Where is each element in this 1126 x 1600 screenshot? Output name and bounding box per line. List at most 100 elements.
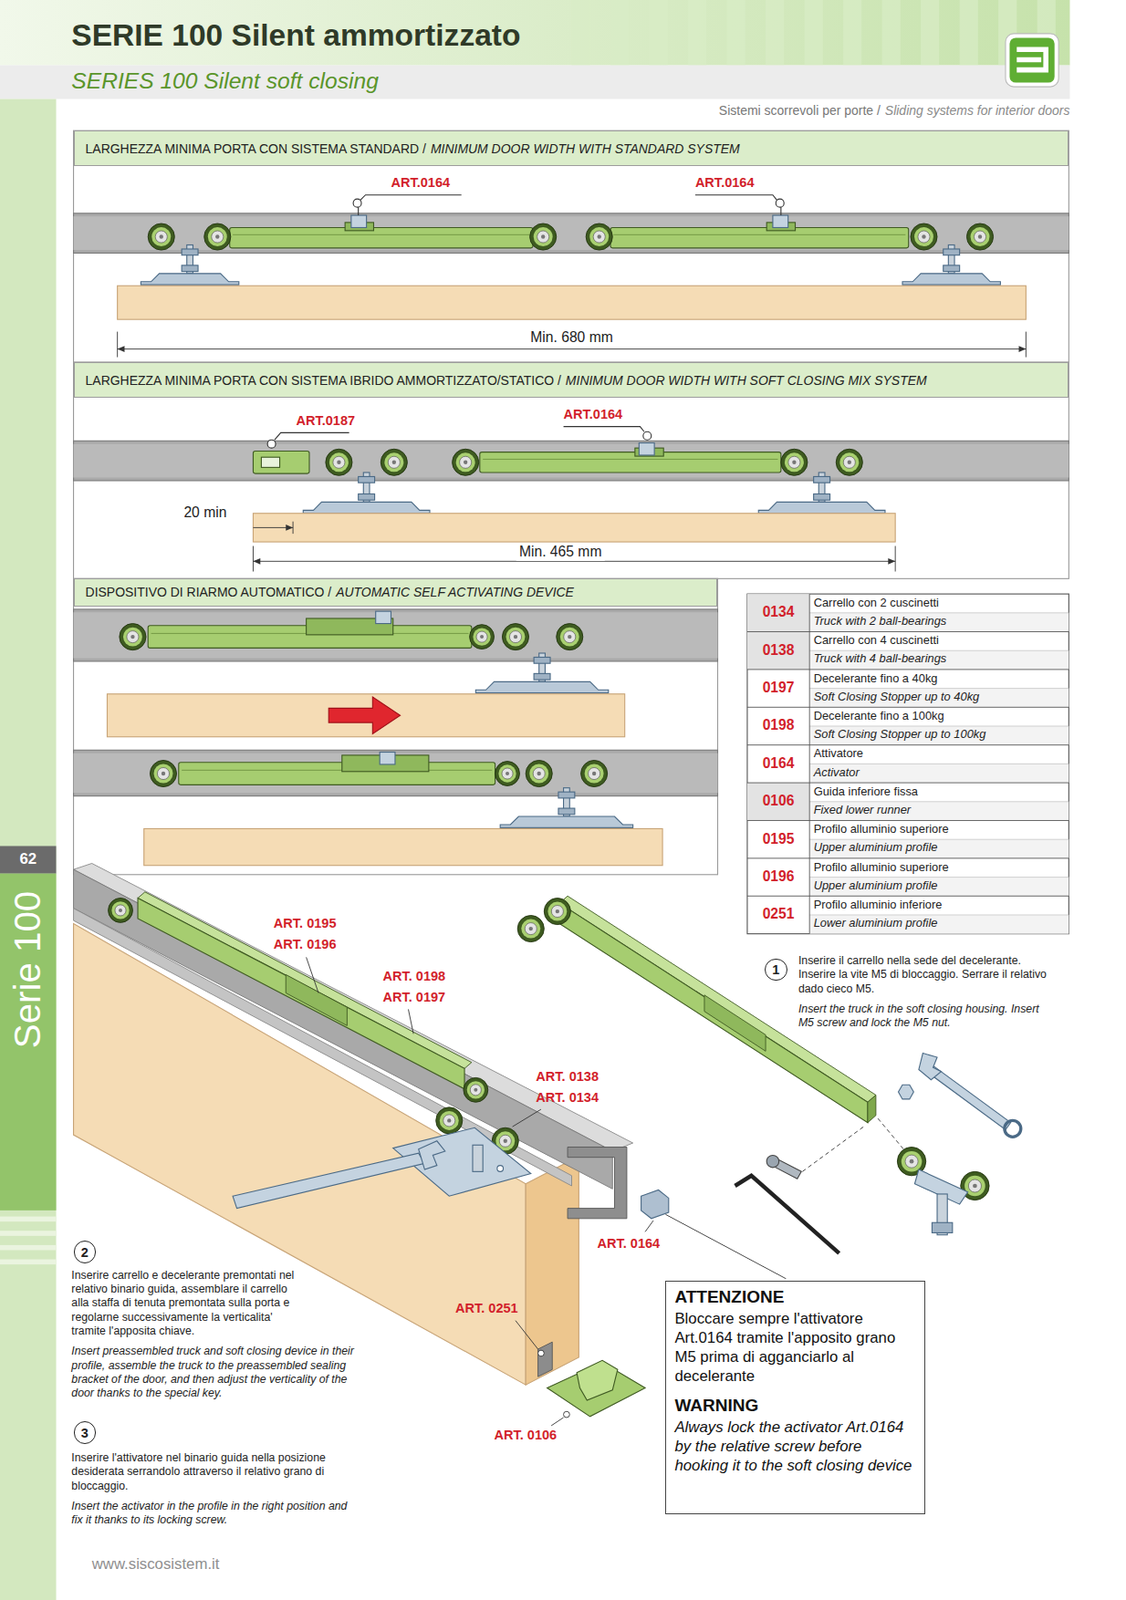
adjusting-key-head	[418, 1141, 446, 1170]
activator	[641, 1189, 669, 1219]
wheel-ring	[521, 919, 541, 939]
dimension-label: Min. 680 mm	[527, 329, 616, 347]
table-shade	[809, 915, 1069, 935]
part-label: ART.0164	[390, 175, 450, 191]
wheel	[380, 448, 407, 476]
nut	[358, 493, 376, 501]
wheel-hub	[593, 230, 605, 243]
wheel-ring	[439, 1111, 459, 1131]
nut	[358, 476, 376, 483]
table-shade	[809, 802, 1069, 822]
leader-line	[357, 207, 359, 216]
page-title: SERIE 100 Silent ammortizzato	[71, 18, 521, 53]
wheel-hub	[387, 456, 400, 469]
nut	[181, 265, 199, 272]
wheel-axle	[792, 460, 796, 465]
table-rule	[747, 707, 1069, 709]
wheel-ring	[506, 627, 526, 647]
table-rule	[809, 763, 1069, 765]
wheel	[495, 761, 521, 787]
logo	[1009, 37, 1054, 83]
wheel	[556, 624, 584, 651]
wheel	[149, 760, 177, 787]
wheel	[835, 448, 863, 476]
activator	[379, 752, 396, 765]
page-tab	[0, 845, 57, 874]
side-tab	[0, 874, 57, 1211]
header-stripe	[882, 0, 901, 66]
table-rule	[809, 876, 1069, 878]
leader-dot	[267, 439, 276, 449]
wheel-ring	[970, 227, 991, 247]
section-header: DISPOSITIVO DI RIARMO AUTOMATICO /AUTOMA…	[73, 578, 719, 606]
wheel-axle	[513, 635, 518, 639]
wheel	[463, 1077, 489, 1103]
door	[252, 513, 896, 543]
warning-heading: ATTENZIONE	[674, 1287, 916, 1308]
wrench	[927, 1066, 1012, 1130]
panel	[73, 578, 719, 875]
wheel-hub	[114, 905, 126, 917]
rail-inner	[73, 612, 719, 658]
wheel-hub	[459, 456, 472, 469]
part-label: ART. 0251	[455, 1301, 519, 1317]
instruction: Inserire l'attivatore nel binario guida …	[71, 1451, 357, 1494]
header-stripe	[688, 0, 707, 66]
damper-end	[867, 1094, 876, 1123]
bolt	[472, 1145, 483, 1172]
table-cell: Profilo alluminio inferiore	[813, 898, 943, 913]
wheel	[517, 916, 544, 943]
table-rule	[809, 650, 1069, 652]
wheel-ring	[472, 627, 491, 646]
table-code: 0195	[762, 831, 795, 849]
table-rule	[747, 744, 1069, 746]
table-shade	[747, 594, 810, 632]
nut	[533, 673, 551, 680]
wheel	[501, 624, 529, 651]
step-number: 2	[73, 1240, 97, 1264]
table-shade	[747, 632, 810, 670]
wheel-axle	[529, 927, 533, 931]
wheel-axle	[130, 635, 135, 639]
leader-line	[408, 1009, 415, 1034]
hex-key	[735, 1176, 840, 1254]
door-edge	[525, 1157, 579, 1387]
logo-symbol	[1016, 46, 1049, 73]
warning-text: Always lock the activator Art.0164 by th…	[674, 1418, 916, 1477]
header-stripe	[804, 0, 824, 66]
activator	[772, 215, 789, 228]
direction-arrow	[328, 697, 400, 734]
header-band	[0, 0, 1070, 66]
artwork	[0, 0, 1070, 1600]
side-tab-text: Serie 100	[6, 891, 51, 1049]
bracket	[902, 273, 1001, 285]
instruction: Insert preassembled truck and soft closi…	[71, 1344, 357, 1402]
table-shade	[809, 650, 1069, 670]
nut	[813, 476, 831, 483]
part-label: ART. 0106	[493, 1428, 557, 1444]
dimension-tick	[252, 546, 254, 573]
table-shade	[809, 839, 1069, 859]
wheel-ring	[914, 227, 934, 247]
door	[117, 285, 1027, 320]
wheel-axle	[215, 234, 219, 239]
header-text: Sliding systems for interior doors	[885, 103, 1071, 119]
table-rule	[809, 688, 1069, 689]
part-label: ART. 0134	[535, 1090, 599, 1106]
table-shade	[809, 726, 1069, 746]
dimension-arrow	[117, 345, 126, 353]
wheel-axle	[463, 460, 468, 465]
dimension-arrow	[252, 558, 261, 565]
wheel	[325, 448, 353, 476]
wheel-hub	[551, 906, 563, 918]
wheel-ring	[123, 627, 143, 647]
wheel-ring	[589, 227, 609, 247]
table-cell: Carrello con 2 cuscinetti	[813, 596, 939, 611]
table-rule	[747, 820, 1069, 822]
wheel-axle	[473, 1088, 478, 1093]
wheel-axle	[909, 1159, 915, 1165]
nut	[181, 249, 199, 256]
wheel	[581, 760, 608, 787]
wheel	[910, 223, 938, 251]
lower-profile	[538, 1342, 553, 1377]
